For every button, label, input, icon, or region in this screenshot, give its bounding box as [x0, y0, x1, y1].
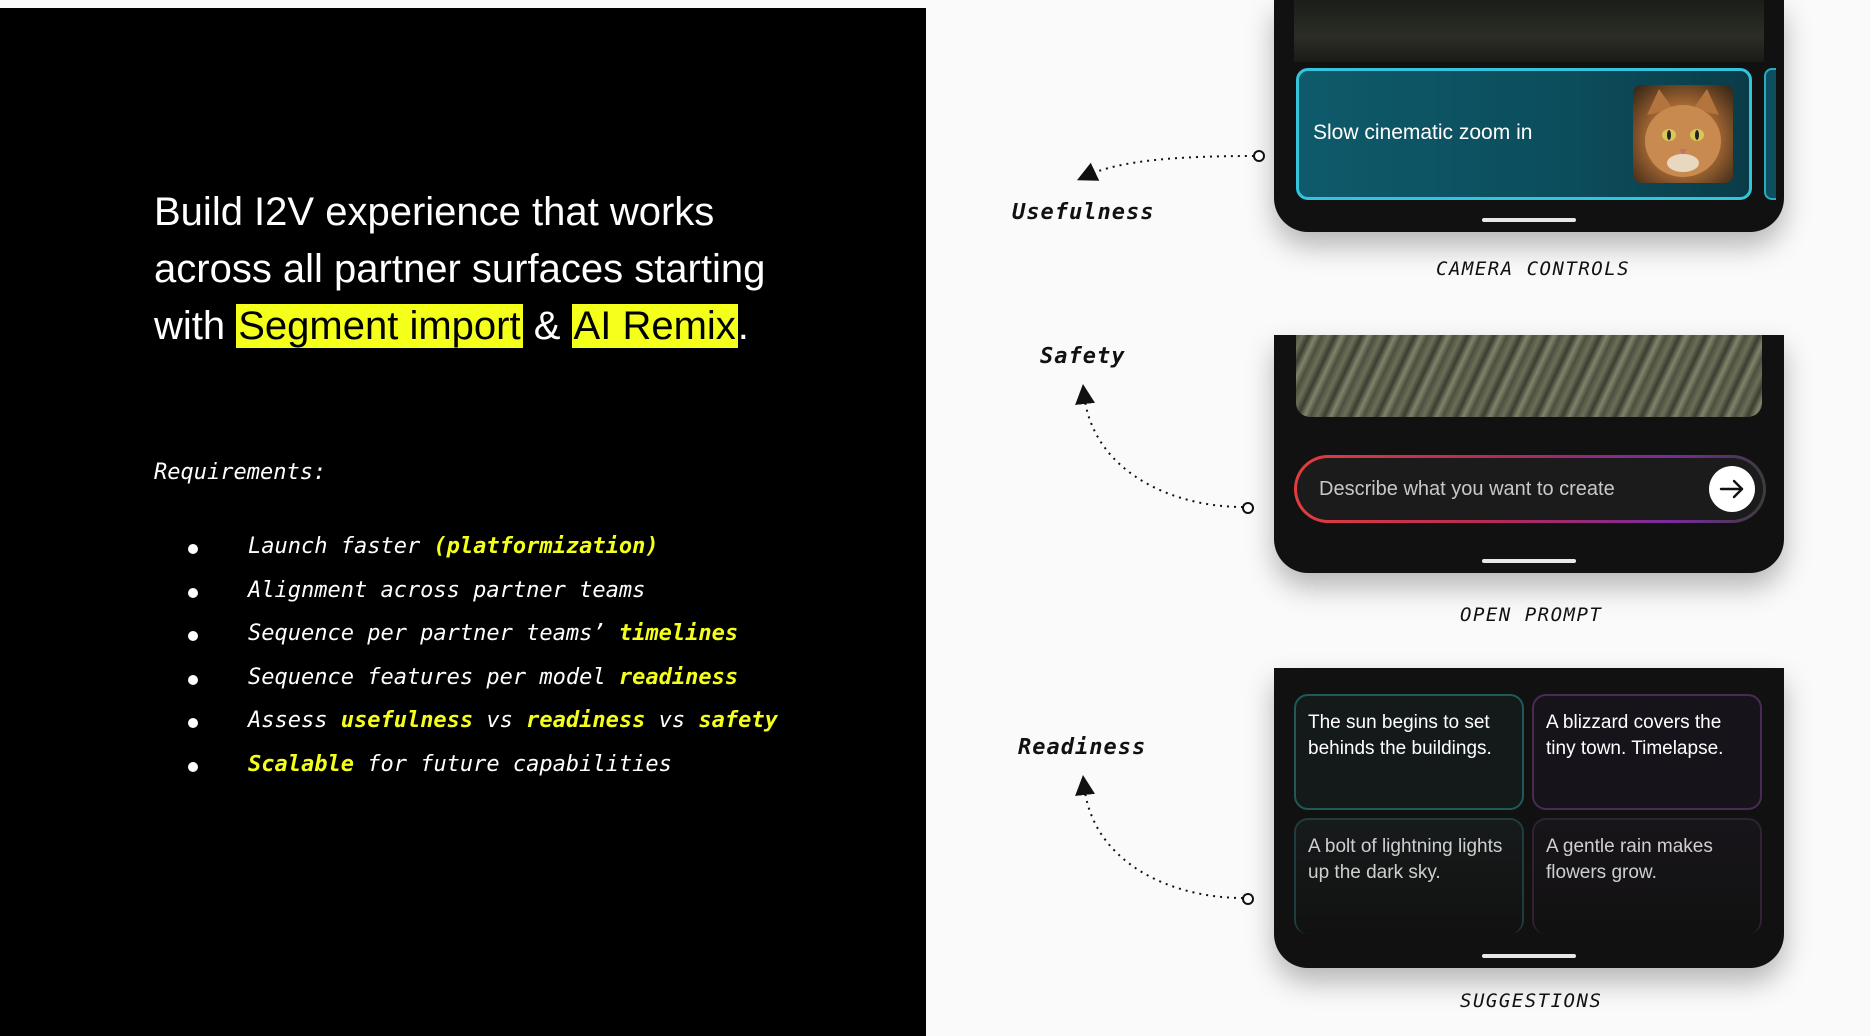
background-image [1294, 0, 1764, 62]
requirement-text: Alignment across partner teams [248, 577, 646, 603]
requirement-text: Sequence features per model [248, 664, 619, 690]
background-image [1296, 335, 1762, 417]
requirement-item: Sequence per partner teams’ timelines [184, 621, 778, 665]
requirement-text: Assess [248, 708, 341, 733]
requirement-keyword: timelines [618, 621, 739, 646]
requirements-list: Launch faster (platformization)Alignment… [184, 534, 778, 795]
prompt-input-frame[interactable]: Describe what you want to create [1294, 455, 1766, 523]
home-indicator [1482, 954, 1576, 958]
highlight-segment-import: Segment import [236, 304, 523, 348]
bullet-icon [188, 544, 198, 554]
bullet-icon [188, 761, 198, 772]
label-safety: Safety [1040, 344, 1126, 369]
suggestions-phone: The sun begins to set behinds the buildi… [1274, 668, 1784, 968]
requirement-text: Sequence per partner teams’ [248, 621, 619, 646]
requirement-keyword: usefulness [340, 708, 474, 733]
bullet-icon [188, 674, 198, 685]
camera-control-label: Slow cinematic zoom in [1313, 121, 1533, 144]
caption-open-prompt: OPEN PROMPT [1460, 604, 1603, 626]
requirement-keyword: Scalable [248, 751, 354, 777]
requirement-keyword: safety [698, 708, 778, 733]
bullet-icon [188, 631, 198, 641]
requirement-item: Launch faster (platformization) [184, 534, 778, 578]
headline-line-2: across all partner surfaces starting [154, 247, 766, 291]
left-panel: Build I2V experience that works across a… [0, 8, 926, 1036]
headline-period: . [737, 304, 749, 348]
label-usefulness: Usefulness [1012, 200, 1155, 225]
headline-amp: & [533, 304, 561, 348]
highlight-ai-remix: AI Remix [571, 304, 738, 348]
camera-control-card[interactable]: Slow cinematic zoom in [1296, 68, 1752, 200]
requirement-item: Alignment across partner teams [184, 578, 778, 622]
suggestion-card[interactable]: A blizzard covers the tiny town. Timelap… [1532, 694, 1762, 810]
caption-camera-controls: CAMERA CONTROLS [1436, 258, 1631, 280]
suggestion-card[interactable]: A bolt of lightning lights up the dark s… [1294, 818, 1524, 934]
requirement-text: for future capabilities [353, 751, 672, 777]
label-readiness: Readiness [1018, 735, 1147, 760]
requirement-text: vs [473, 708, 527, 733]
requirements-title: Requirements: [154, 460, 327, 485]
bullet-icon [188, 587, 198, 598]
headline-line-3: with Segment import & AI Remix. [154, 298, 874, 355]
headline: Build I2V experience that works across a… [154, 184, 874, 355]
home-indicator [1482, 559, 1576, 563]
arrow-right-icon [1719, 479, 1744, 499]
home-indicator [1482, 218, 1576, 222]
requirement-keyword: readiness [526, 708, 646, 733]
prompt-placeholder: Describe what you want to create [1319, 478, 1615, 500]
bullet-icon [188, 718, 198, 728]
requirement-text: Launch faster [248, 534, 434, 559]
headline-prefix: with [154, 304, 237, 348]
next-card-peek[interactable] [1764, 68, 1776, 200]
open-prompt-phone: Describe what you want to create [1274, 335, 1784, 573]
requirement-item: Sequence features per model readiness [184, 665, 778, 709]
requirement-item: Scalable for future capabilities [184, 752, 778, 796]
suggestion-card[interactable]: The sun begins to set behinds the buildi… [1294, 694, 1524, 810]
requirement-text: vs [645, 708, 699, 733]
cat-thumbnail [1633, 85, 1733, 183]
requirement-keyword: (platformization) [433, 534, 659, 559]
caption-suggestions: SUGGESTIONS [1460, 990, 1603, 1012]
headline-line-1: Build I2V experience that works [154, 190, 715, 234]
requirement-item: Assess usefulness vs readiness vs safety [184, 708, 778, 752]
prompt-input[interactable]: Describe what you want to create [1297, 458, 1763, 520]
camera-controls-phone: Slow cinematic zoom in [1274, 0, 1784, 232]
requirement-keyword: readiness [618, 664, 739, 690]
send-button[interactable] [1709, 466, 1755, 512]
suggestion-card[interactable]: A gentle rain makes flowers grow. [1532, 818, 1762, 934]
